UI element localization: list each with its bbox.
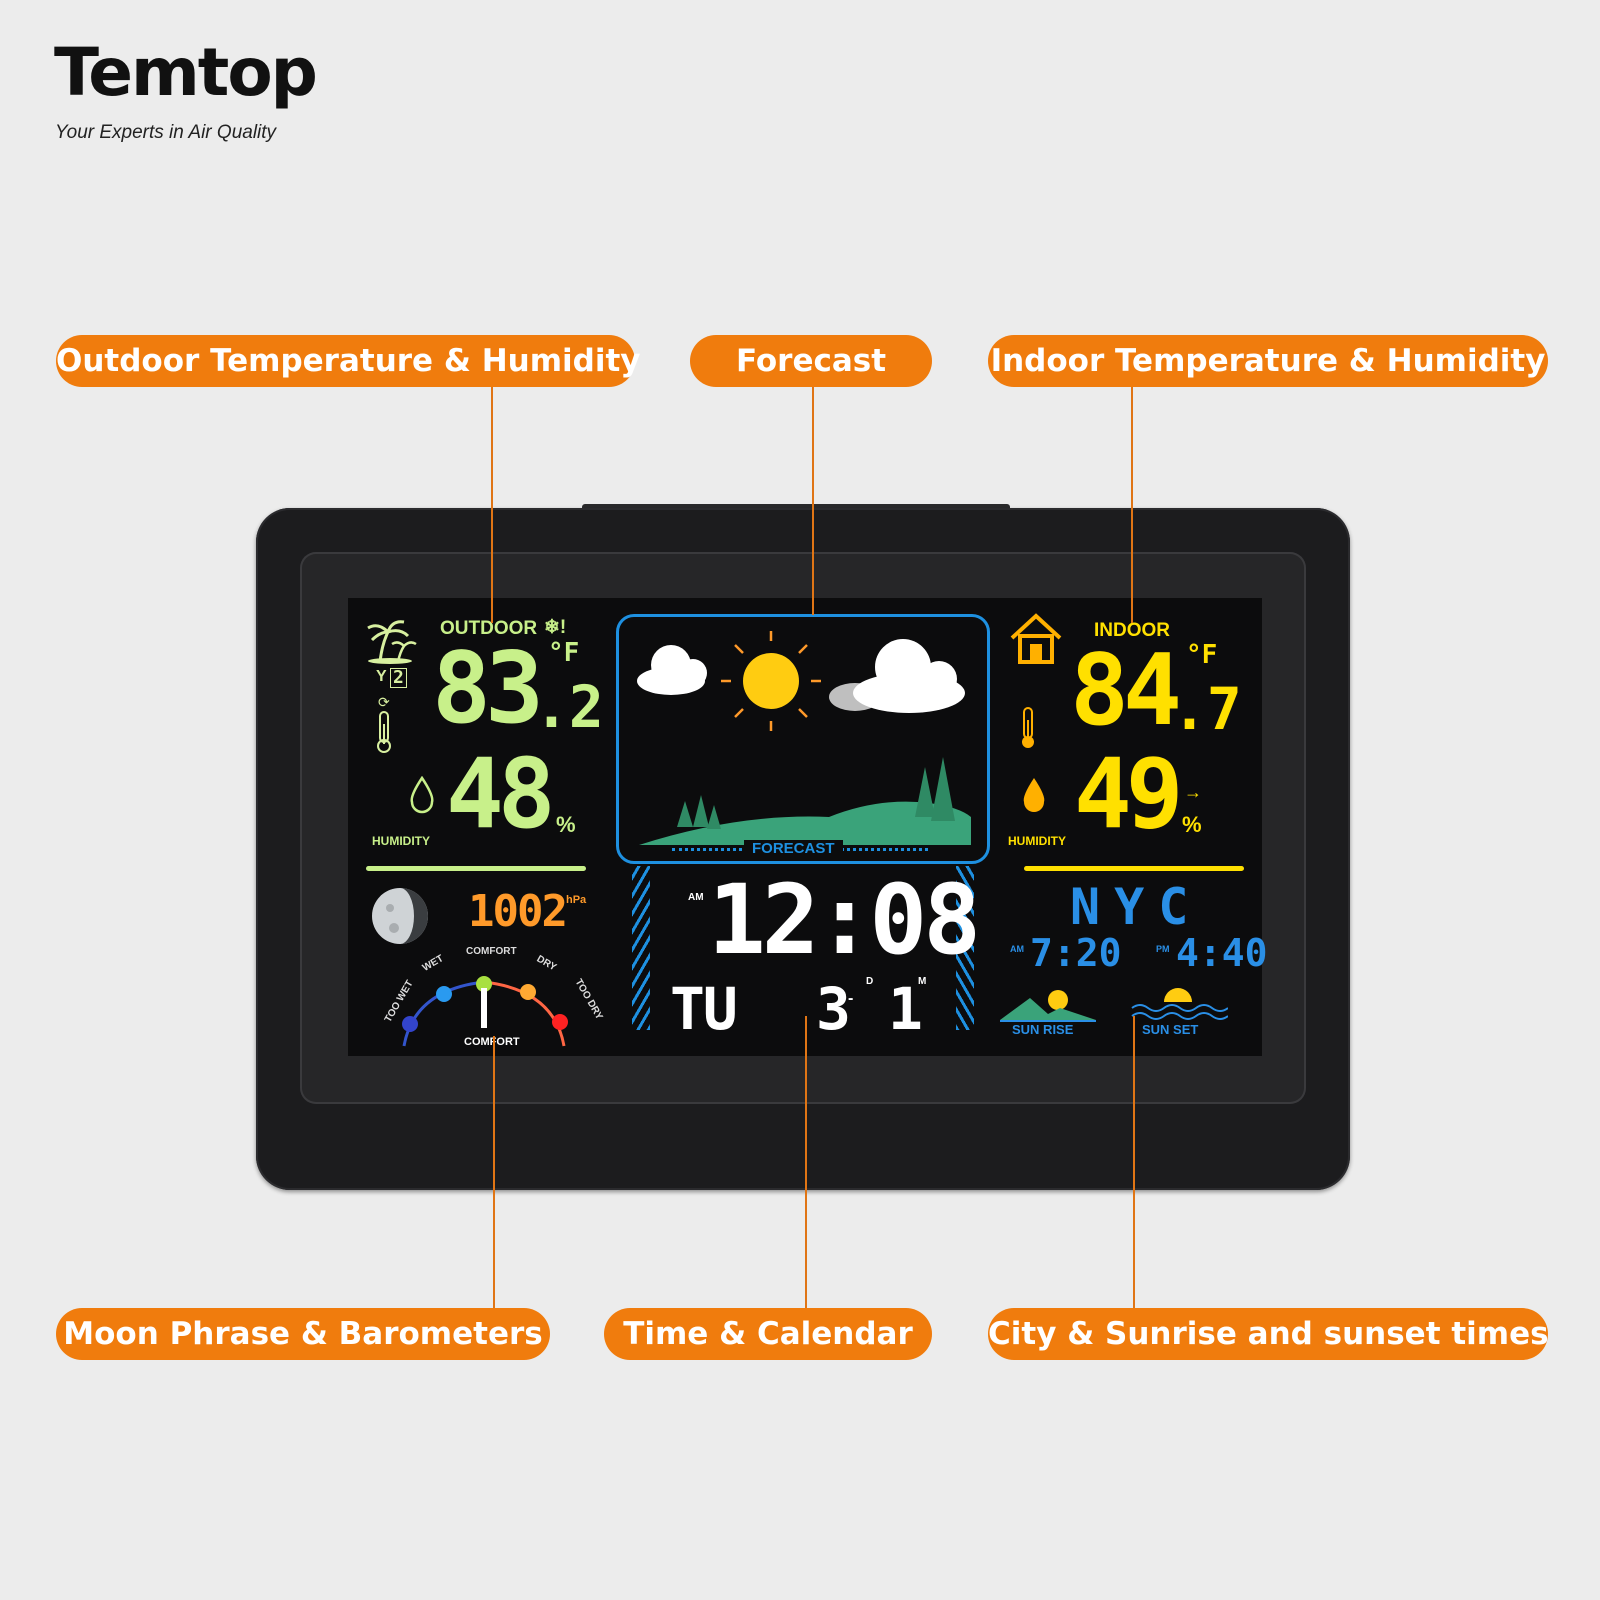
- indoor-humidity-percent: %: [1182, 812, 1202, 837]
- sunrise-label: SUN RISE: [1012, 1022, 1074, 1037]
- palm-tree-icon: [362, 614, 418, 669]
- outdoor-divider: [366, 866, 586, 871]
- indoor-humidity-label: HUMIDITY: [1008, 834, 1066, 848]
- cloud-left-icon: [637, 645, 707, 695]
- forecast-panel: [616, 614, 990, 864]
- comfort-scale-comfort: COMFORT: [466, 946, 517, 957]
- outdoor-temp-unit: °F: [548, 638, 580, 668]
- clock-ampm: AM: [688, 892, 704, 903]
- leader-forecast: [812, 387, 814, 615]
- outdoor-thermometer-icon: [374, 710, 394, 759]
- sun-icon: [721, 631, 821, 731]
- label-indoor: Indoor Temperature & Humidity: [988, 335, 1548, 387]
- house-icon: [1008, 612, 1064, 671]
- moon-phase-icon: [370, 884, 430, 953]
- clock-stripes-right: [956, 866, 974, 1030]
- signal-icon: Y: [376, 668, 387, 685]
- label-time-calendar: Time & Calendar: [604, 1308, 932, 1360]
- frost-alert-icon: ❄!: [544, 617, 567, 638]
- indoor-divider: [1024, 866, 1244, 871]
- leader-outdoor: [491, 387, 493, 623]
- indoor-temp-decimal: .7: [1172, 675, 1242, 743]
- leader-city: [1133, 1016, 1135, 1308]
- lcd-screen: Y 2 ⟳ OUTDOOR ❄! 83 .2 °F 48 % HUMIDITY …: [348, 598, 1268, 1056]
- sunset-ampm: PM: [1156, 944, 1170, 954]
- indoor-thermometer-icon: [1018, 706, 1038, 755]
- forecast-label: FORECAST: [744, 840, 843, 857]
- clock-time: 12:08: [708, 864, 981, 976]
- comfort-gauge: [384, 960, 584, 1055]
- outdoor-humidity-label: HUMIDITY: [372, 834, 430, 848]
- landscape-icon: [639, 757, 971, 845]
- refresh-icon: ⟳: [378, 694, 390, 710]
- calendar-d-label: D: [866, 976, 874, 987]
- indoor-title: INDOOR: [1094, 620, 1170, 641]
- leader-indoor: [1131, 387, 1133, 623]
- city-name: NYC: [1070, 878, 1203, 936]
- label-city-sun: City & Sunrise and sunset times: [988, 1308, 1549, 1360]
- pressure-unit: hPa: [566, 894, 587, 906]
- sunrise-icon: [1000, 984, 1100, 1029]
- leader-moon: [493, 1036, 495, 1308]
- outdoor-temp-main: 83: [432, 632, 544, 746]
- label-outdoor: Outdoor Temperature & Humidity: [56, 335, 641, 387]
- indoor-humidity-drop-icon: [1020, 776, 1048, 819]
- brand-logo: Temtop: [54, 34, 318, 111]
- calendar-date: 1: [888, 975, 923, 1043]
- pressure-value: 1002: [468, 886, 568, 937]
- comfort-status: COMFORT: [464, 1036, 520, 1048]
- outdoor-humidity-value: 48: [446, 738, 556, 850]
- clock-weekday: TU: [670, 975, 738, 1043]
- outdoor-humidity-drop-icon: [408, 775, 436, 819]
- sunset-icon: [1128, 984, 1229, 1029]
- indoor-humidity-trend-icon: →: [1184, 782, 1202, 802]
- clock-stripes-left: [632, 866, 650, 1030]
- leader-time: [805, 1016, 807, 1308]
- sunset-label: SUN SET: [1142, 1022, 1199, 1037]
- outdoor-humidity-percent: %: [556, 812, 576, 837]
- label-forecast: Forecast: [690, 335, 932, 387]
- channel-number: 2: [390, 668, 407, 688]
- sunset-time: 4:40: [1176, 931, 1268, 975]
- sunrise-ampm: AM: [1010, 944, 1024, 954]
- indoor-humidity-value: 49: [1074, 738, 1184, 850]
- brand-tagline: Your Experts in Air Quality: [55, 122, 277, 143]
- calendar-m-label: M: [918, 976, 927, 987]
- label-moon-barometer: Moon Phrase & Barometers: [56, 1308, 550, 1360]
- sunrise-time: 7:20: [1030, 931, 1122, 975]
- indoor-temp-unit: °F: [1186, 640, 1218, 670]
- calendar-month: 3: [816, 975, 851, 1043]
- cloud-right-icon: [829, 639, 965, 713]
- outdoor-title: OUTDOOR: [440, 618, 538, 639]
- calendar-separator: -: [848, 990, 854, 1007]
- outdoor-temp-decimal: .2: [534, 673, 604, 741]
- indoor-temp-main: 84: [1070, 634, 1182, 748]
